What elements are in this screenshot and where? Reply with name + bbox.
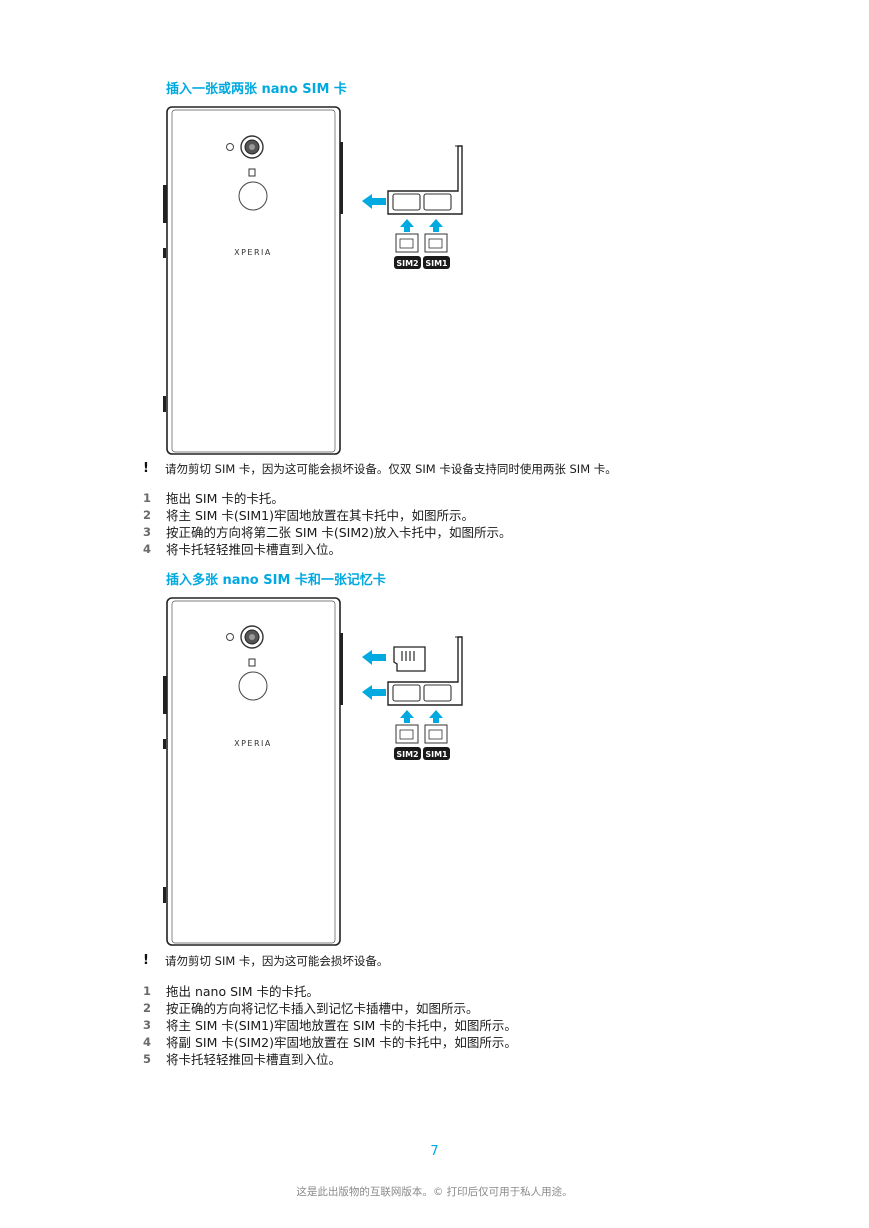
sim-card-icon-sim2 <box>395 233 419 253</box>
sim2-label: SIM2 <box>396 259 418 268</box>
section-heading-insert-sim-and-memory: 插入多张 nano SIM 卡和一张记忆卡 <box>166 573 386 588</box>
sim-card-icon-sim2 <box>395 724 419 744</box>
sim1-label: SIM1 <box>425 750 448 759</box>
flash-icon <box>226 143 234 151</box>
phone-outline <box>166 597 341 946</box>
nfc-icon <box>248 658 256 667</box>
side-key-left <box>163 739 166 749</box>
tray-slot-sim2 <box>392 684 421 702</box>
arrow-up-icon-sim1 <box>429 219 443 232</box>
fingerprint-sensor-icon <box>238 671 268 701</box>
phone-inner-edge <box>171 109 336 453</box>
section-heading-insert-sim: 插入一张或两张 nano SIM 卡 <box>166 82 347 97</box>
warning-text: 请勿剪切 SIM 卡，因为这可能会损坏设备。 <box>165 954 389 968</box>
warning-note: ! 请勿剪切 SIM 卡，因为这可能会损坏设备。 <box>143 953 388 969</box>
tray-slot-sim1 <box>423 193 452 211</box>
arrow-up-icon-sim1 <box>429 710 443 723</box>
side-key-left-lower <box>163 396 166 412</box>
warning-icon: ! <box>143 953 149 968</box>
arrow-up-icon-sim2 <box>400 710 414 723</box>
fingerprint-sensor-icon <box>238 181 268 211</box>
sim2-label-bg <box>394 747 421 760</box>
volume-button-left <box>163 185 167 223</box>
sim2-label-bg <box>394 256 421 269</box>
tray-slot-sim1 <box>423 684 452 702</box>
warning-note: ! 请勿剪切 SIM 卡，因为这可能会损坏设备。仅双 SIM 卡设备支持同时使用… <box>143 461 617 477</box>
side-key-left-lower <box>163 887 166 903</box>
sim1-label-bg <box>423 256 450 269</box>
arrow-left-icon <box>362 685 386 700</box>
phone-sim-memory-illustration: XPERIA SIM2 SIM1 <box>163 597 463 946</box>
page-number: 7 <box>430 1144 439 1159</box>
phone-outline <box>166 106 341 455</box>
arrow-left-icon-memory <box>362 650 386 665</box>
phone-inner-edge <box>171 600 336 944</box>
volume-button-left <box>163 676 167 714</box>
warning-icon: ! <box>143 461 149 476</box>
sim-card-icon-sim1 <box>424 724 448 744</box>
arrow-up-icon-sim2 <box>400 219 414 232</box>
sim1-label: SIM1 <box>425 259 448 268</box>
sim2-label: SIM2 <box>396 750 418 759</box>
arrow-left-icon <box>362 194 386 209</box>
sim1-label-bg <box>423 747 450 760</box>
brand-logo: XPERIA <box>234 739 272 748</box>
phone-sim-insertion-illustration: XPERIA SIM2 SIM1 <box>163 106 463 455</box>
brand-logo: XPERIA <box>234 248 272 257</box>
warning-text: 请勿剪切 SIM 卡，因为这可能会损坏设备。仅双 SIM 卡设备支持同时使用两张… <box>165 462 617 476</box>
tray-slot-sim2 <box>392 193 421 211</box>
flash-icon <box>226 633 234 641</box>
footer-note: 这是此出版物的互联网版本。© 打印后仅可用于私人用途。 <box>296 1186 573 1198</box>
side-key-left <box>163 248 166 258</box>
sim-card-icon-sim1 <box>424 233 448 253</box>
nfc-icon <box>248 168 256 177</box>
